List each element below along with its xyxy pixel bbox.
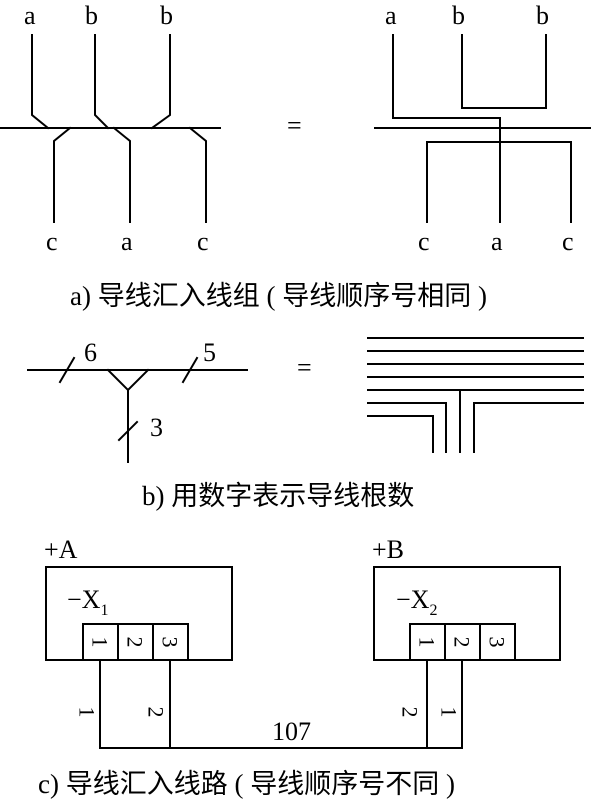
line-number-label: 107 — [272, 717, 311, 746]
section-b: 6 5 3 = b) 用数字表示导线根数 — [27, 337, 584, 511]
wire-b1-top — [94, 34, 110, 130]
wire-number-right-1: 1 — [437, 707, 462, 718]
terminal-x2-1: 1 — [415, 637, 440, 648]
route-a — [392, 34, 501, 223]
section-b-right-lines — [367, 337, 584, 453]
branch-line-2 — [367, 415, 434, 453]
section-b-left-bundle: 6 5 3 — [27, 338, 248, 463]
label-c1-bottom-right: c — [418, 227, 430, 256]
terminal-strip-label-x1: −X1 — [67, 585, 108, 619]
terminal-x1-2: 2 — [123, 637, 148, 648]
equals-sign-a: = — [287, 111, 302, 140]
caption-b: b) 用数字表示导线根数 — [142, 481, 414, 511]
label-a-top: a — [24, 1, 36, 30]
wire-number-left-1: 1 — [75, 707, 100, 718]
route-c-pair — [426, 141, 572, 223]
wire-number-right-2: 2 — [398, 707, 423, 718]
label-a-top-right: a — [385, 1, 397, 30]
wire-a-top — [31, 34, 50, 130]
label-c1-bottom: c — [46, 227, 58, 256]
caption-c: c) 导线汇入线路 ( 导线顺序号不同 ) — [38, 769, 455, 799]
label-b2-top-right: b — [536, 1, 549, 30]
terminal-x2-3: 3 — [485, 637, 510, 648]
terminal-x2-2: 2 — [450, 637, 475, 648]
terminal-x1-1: 1 — [88, 637, 113, 648]
section-a-right-routing: a b b c a c — [374, 1, 591, 256]
section-c: +A −X1 1 2 3 +B −X2 1 2 3 1 2 2 1 107 c)… — [38, 535, 561, 799]
wire-count-branch: 3 — [150, 413, 163, 442]
branch-line-4 — [473, 402, 584, 453]
section-a: a b b c a c = a b b c a c a) 导线汇入线组 ( 导线… — [0, 1, 591, 311]
terminal-x1-3: 3 — [158, 637, 183, 648]
tick-branch — [117, 420, 139, 442]
wire-b2-top — [150, 34, 171, 130]
branch-line-1 — [367, 402, 447, 453]
wire-count-right: 5 — [203, 338, 216, 367]
bundle-junction — [106, 368, 150, 392]
label-b1-top: b — [85, 1, 98, 30]
wire-x1-1-to-x2-2 — [99, 659, 463, 749]
wire-c1-bottom — [53, 126, 72, 223]
route-b-pair — [461, 34, 547, 109]
equals-sign-b: = — [297, 353, 312, 382]
wire-count-left: 6 — [84, 338, 97, 367]
wire-c2-bottom — [188, 126, 207, 223]
label-c2-bottom-right: c — [562, 227, 574, 256]
wire-number-left-2: 2 — [144, 707, 169, 718]
tick-right — [181, 356, 199, 384]
label-a-bottom-right: a — [491, 227, 503, 256]
unit-label-b: +B — [372, 535, 404, 564]
terminal-strip-x1 — [82, 623, 189, 661]
tick-left — [58, 356, 76, 384]
wire-a-bottom — [112, 126, 131, 223]
label-a-bottom: a — [121, 227, 133, 256]
caption-a: a) 导线汇入线组 ( 导线顺序号相同 ) — [70, 281, 487, 311]
label-b1-top-right: b — [452, 1, 465, 30]
label-b2-top: b — [160, 1, 173, 30]
section-a-left-bundle: a b b c a c — [0, 1, 221, 256]
unit-label-a: +A — [44, 535, 78, 564]
label-c2-bottom: c — [197, 227, 209, 256]
terminal-strip-label-x2: −X2 — [396, 585, 437, 619]
